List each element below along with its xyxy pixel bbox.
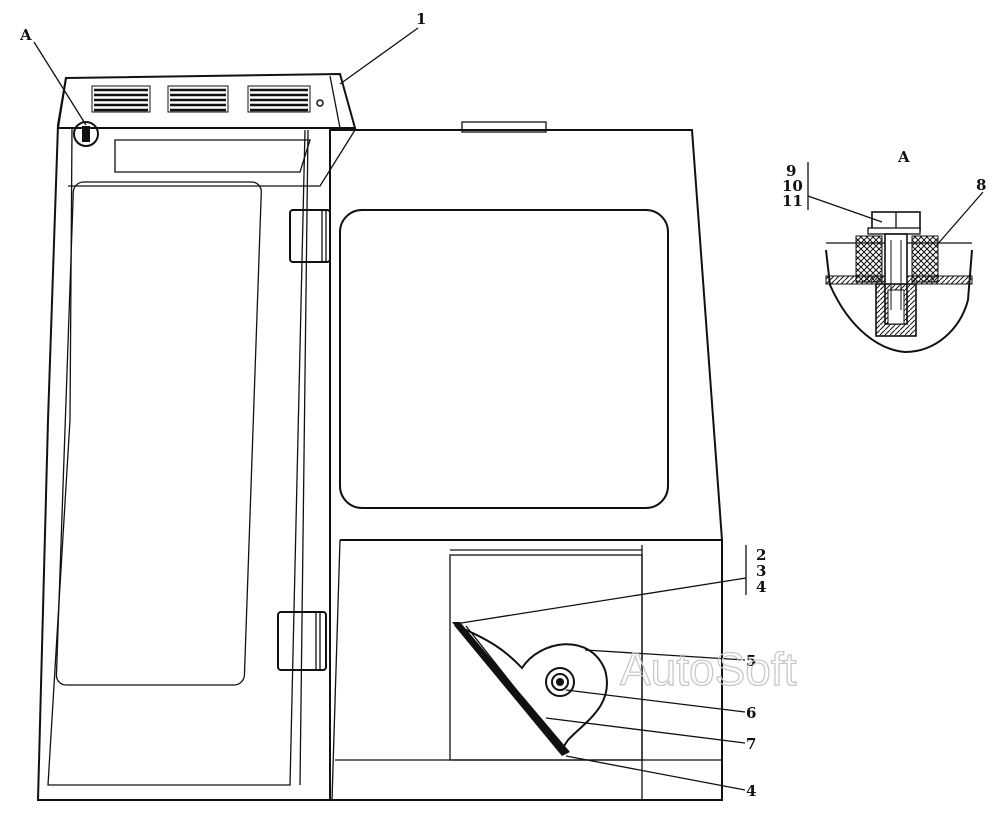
door-top-bar [114,139,311,173]
leader-lines [33,27,984,791]
roof-visor [56,72,357,129]
callout-7: 7 [746,735,756,753]
visor-edge [329,75,341,129]
door-top-rail [68,129,356,187]
door-inner-frame [47,127,306,786]
thread-lines [890,240,902,310]
washer [867,227,921,235]
mount-bracket [454,624,608,754]
callout-8: 8 [976,176,986,194]
callout-6: 6 [746,704,756,722]
door-edge [299,129,309,786]
lower-hinge [277,611,327,671]
callout-5: 5 [746,652,756,670]
cab-body [36,72,723,801]
seal-left [855,235,883,283]
callout-1: 1 [416,10,426,28]
callout-11: 11 [782,192,803,210]
callout-4-upper: 4 [756,578,766,596]
bolt-a-icon [82,126,90,142]
insert-bore [887,289,905,325]
callout-4-lower: 4 [746,782,756,800]
callout-9: 9 [786,162,796,180]
bracket-strip [452,622,570,756]
detail-a-view [825,211,973,354]
compartment-left [331,539,341,801]
callout-a-ref: A [19,26,32,44]
mount-boss [545,667,575,697]
bracket-inner-edge [465,625,557,741]
callout-2: 2 [756,546,766,564]
callout-10: 10 [782,177,803,195]
roof-vents [91,85,311,113]
visor-screw-icon [316,99,324,107]
upper-hinge [289,209,331,263]
roof-bump [461,121,547,133]
door-window [55,181,262,686]
mount-nut-icon [556,678,564,686]
detail-outline [825,249,973,354]
detail-a-title: A [897,148,910,166]
mount-bolt-icon [551,673,569,691]
seal-right [911,235,939,283]
watermark: AutoSoft [620,643,797,695]
side-window [339,209,669,509]
bolt-a-circle [73,121,99,147]
callout-3: 3 [756,562,766,580]
right-panel-outline [330,129,723,801]
